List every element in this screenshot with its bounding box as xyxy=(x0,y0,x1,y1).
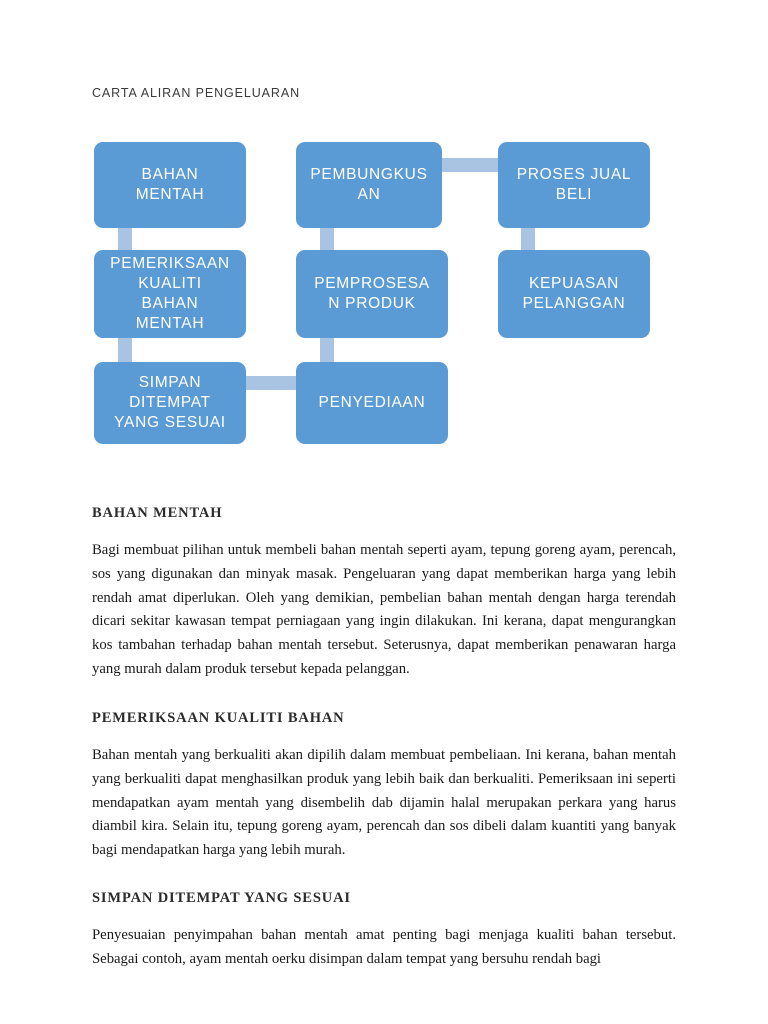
connector-penyediaan-to-pemprosesan xyxy=(320,336,334,366)
section-heading: PEMERIKSAAN KUALITI BAHAN xyxy=(92,709,345,726)
flow-node-pemeriksaan-kualiti-bahan-mentah[interactable]: PEMERIKSAAN KUALITI BAHAN MENTAH xyxy=(94,250,246,338)
flow-node-kepuasan-pelanggan[interactable]: KEPUASAN PELANGGAN xyxy=(498,250,650,338)
connector-pemeriksaan-to-simpan xyxy=(118,336,132,366)
flow-node-proses-jual-beli[interactable]: PROSES JUAL BELI xyxy=(498,142,650,228)
connector-proses-jual-beli-to-kepuasan xyxy=(521,222,535,252)
flow-node-label: KEPUASAN PELANGGAN xyxy=(522,275,626,312)
flow-node-pemprosesan-produk[interactable]: PEMPROSESA N PRODUK xyxy=(296,250,448,338)
flow-node-label: SIMPAN DITEMPAT YANG SESUAI xyxy=(114,374,226,431)
page-title: CARTA ALIRAN PENGELUARAN xyxy=(92,86,301,100)
connector-pemprosesan-to-pembungkusan xyxy=(320,222,334,252)
flow-node-label: BAHAN MENTAH xyxy=(135,166,205,203)
section-paragraph: Bagi membuat pilihan untuk membeli bahan… xyxy=(92,542,676,678)
flow-node-label: PEMBUNGKUS AN xyxy=(310,166,428,203)
section-pemeriksaan-kualiti-bahan: PEMERIKSAAN KUALITI BAHAN Bahan mentah y… xyxy=(92,710,676,863)
flow-node-label: PEMERIKSAAN KUALITI BAHAN MENTAH xyxy=(110,255,230,332)
flow-node-label: PENYEDIAAN xyxy=(318,394,426,412)
connector-simpan-to-penyediaan xyxy=(236,376,304,390)
connector-bahan-mentah-to-pemeriksaan xyxy=(118,222,132,252)
flow-node-simpan-ditempat-yang-sesuai[interactable]: SIMPAN DITEMPAT YANG SESUAI xyxy=(94,362,246,444)
section-paragraph: Bahan mentah yang berkualiti akan dipili… xyxy=(92,746,676,859)
flow-node-label: PROSES JUAL BELI xyxy=(516,166,632,203)
section-bahan-mentah: BAHAN MENTAH Bagi membuat pilihan untuk … xyxy=(92,505,676,682)
flow-node-pembungkusan[interactable]: PEMBUNGKUS AN xyxy=(296,142,442,228)
connector-pembungkusan-to-proses-jual-beli xyxy=(437,158,505,172)
document-body: BAHAN MENTAH Bagi membuat pilihan untuk … xyxy=(92,505,676,997)
section-paragraph: Penyesuaian penyimpahan bahan mentah ama… xyxy=(92,926,676,967)
section-heading: SIMPAN DITEMPAT YANG SESUAI xyxy=(92,889,351,906)
flow-node-bahan-mentah[interactable]: BAHAN MENTAH xyxy=(94,142,246,228)
flow-node-label: PEMPROSESA N PRODUK xyxy=(314,275,430,312)
section-simpan-ditempat-yang-sesuai: SIMPAN DITEMPAT YANG SESUAI Penyesuaian … xyxy=(92,890,676,972)
section-heading: BAHAN MENTAH xyxy=(92,505,223,521)
flow-node-penyediaan[interactable]: PENYEDIAAN xyxy=(296,362,448,444)
